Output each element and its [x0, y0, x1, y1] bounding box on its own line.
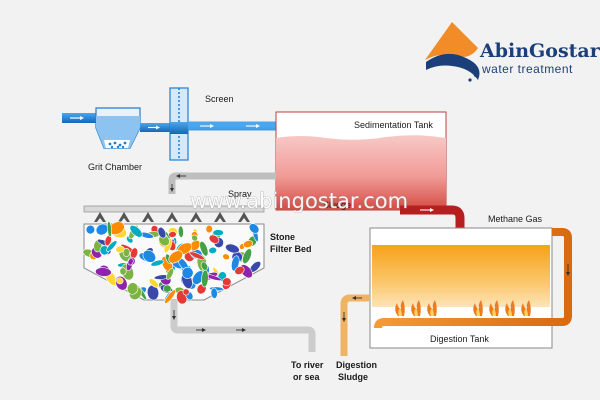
filter-stone — [225, 243, 240, 254]
pipe-grit-to-screen — [140, 123, 172, 132]
watermark: www.abingostar.com — [190, 189, 409, 214]
filter-stone — [242, 248, 252, 264]
inflow-pipe — [62, 113, 102, 123]
filter-stone — [181, 266, 194, 279]
screen-unit — [169, 87, 189, 161]
filter-stone — [210, 287, 218, 299]
outlet-pipe-to-river — [170, 300, 316, 352]
filter-stone — [85, 224, 96, 235]
filter-stone — [189, 251, 205, 260]
logo-mark-icon — [425, 22, 480, 82]
filter-stone — [157, 226, 167, 239]
digestion-sludge-label-line1: Digestion — [336, 360, 377, 370]
filter-stone — [122, 248, 131, 257]
filter-stones — [82, 221, 262, 305]
to-river-label-line1: To river — [291, 360, 324, 370]
filter-stone — [126, 282, 139, 295]
filter-stone — [119, 267, 127, 276]
filter-stone — [199, 240, 209, 257]
filter-stone — [208, 234, 220, 244]
filter-stone — [208, 246, 217, 254]
filter-stone — [95, 267, 112, 277]
stone-filter-bed — [82, 221, 265, 305]
spray-arm — [83, 205, 265, 222]
filter-stone — [168, 231, 177, 238]
filter-stone — [142, 249, 156, 263]
filter-stone — [243, 240, 254, 248]
pipe-sedimentation-to-spray — [168, 172, 276, 194]
grit-chamber — [95, 107, 141, 149]
filter-stone — [116, 277, 124, 285]
sedimentation-tank — [275, 111, 447, 211]
screen-label: Screen — [205, 94, 234, 104]
digestion-tank-label: Digestion Tank — [430, 334, 489, 344]
filter-stone — [212, 229, 224, 237]
filter-stone — [222, 277, 232, 287]
filter-stone — [166, 267, 174, 280]
filter-stone — [205, 224, 213, 234]
spray-nozzles — [94, 212, 250, 222]
sludge-label: Sludge — [323, 200, 351, 210]
filter-stone — [164, 289, 177, 304]
filter-stone — [106, 221, 112, 238]
methane-gas-label: Methane Gas — [488, 214, 543, 224]
filter-stone — [150, 259, 165, 267]
stone-filter-bed-label-line1: Stone — [270, 232, 295, 242]
digestion-sludge-label-line2: Sludge — [338, 372, 368, 382]
filter-stone — [191, 234, 198, 242]
filter-stone — [182, 288, 190, 296]
grit-chamber-label: Grit Chamber — [88, 162, 142, 172]
filter-stone — [106, 240, 118, 252]
filter-stone — [148, 278, 159, 288]
filter-stone — [222, 253, 230, 261]
methane-gas-pipe — [374, 228, 572, 329]
filter-stone — [115, 245, 125, 253]
flame-icons — [395, 300, 531, 316]
spray-label: Spray — [228, 189, 252, 199]
digestion-sludge-pipe — [340, 294, 370, 356]
filter-stone — [177, 225, 184, 238]
digestion-tank — [369, 227, 553, 349]
logo-subtitle: water treatment — [481, 62, 573, 76]
filter-stone — [162, 284, 172, 293]
to-river-label-line2: or sea — [293, 372, 321, 382]
sedimentation-tank-label: Sedimentation Tank — [354, 120, 433, 130]
filter-stone — [248, 223, 260, 234]
filter-stone — [234, 266, 245, 275]
company-logo: AbinGostar water treatment — [425, 22, 600, 82]
filter-stone — [201, 269, 209, 288]
filter-stone — [127, 258, 134, 266]
filter-stone — [168, 250, 183, 264]
filter-stone — [129, 225, 143, 238]
logo-name: AbinGostar — [479, 40, 600, 62]
watermark-text: www.abingostar.com — [190, 189, 408, 213]
stone-filter-bed-label-line2: Filter Bed — [270, 244, 312, 254]
